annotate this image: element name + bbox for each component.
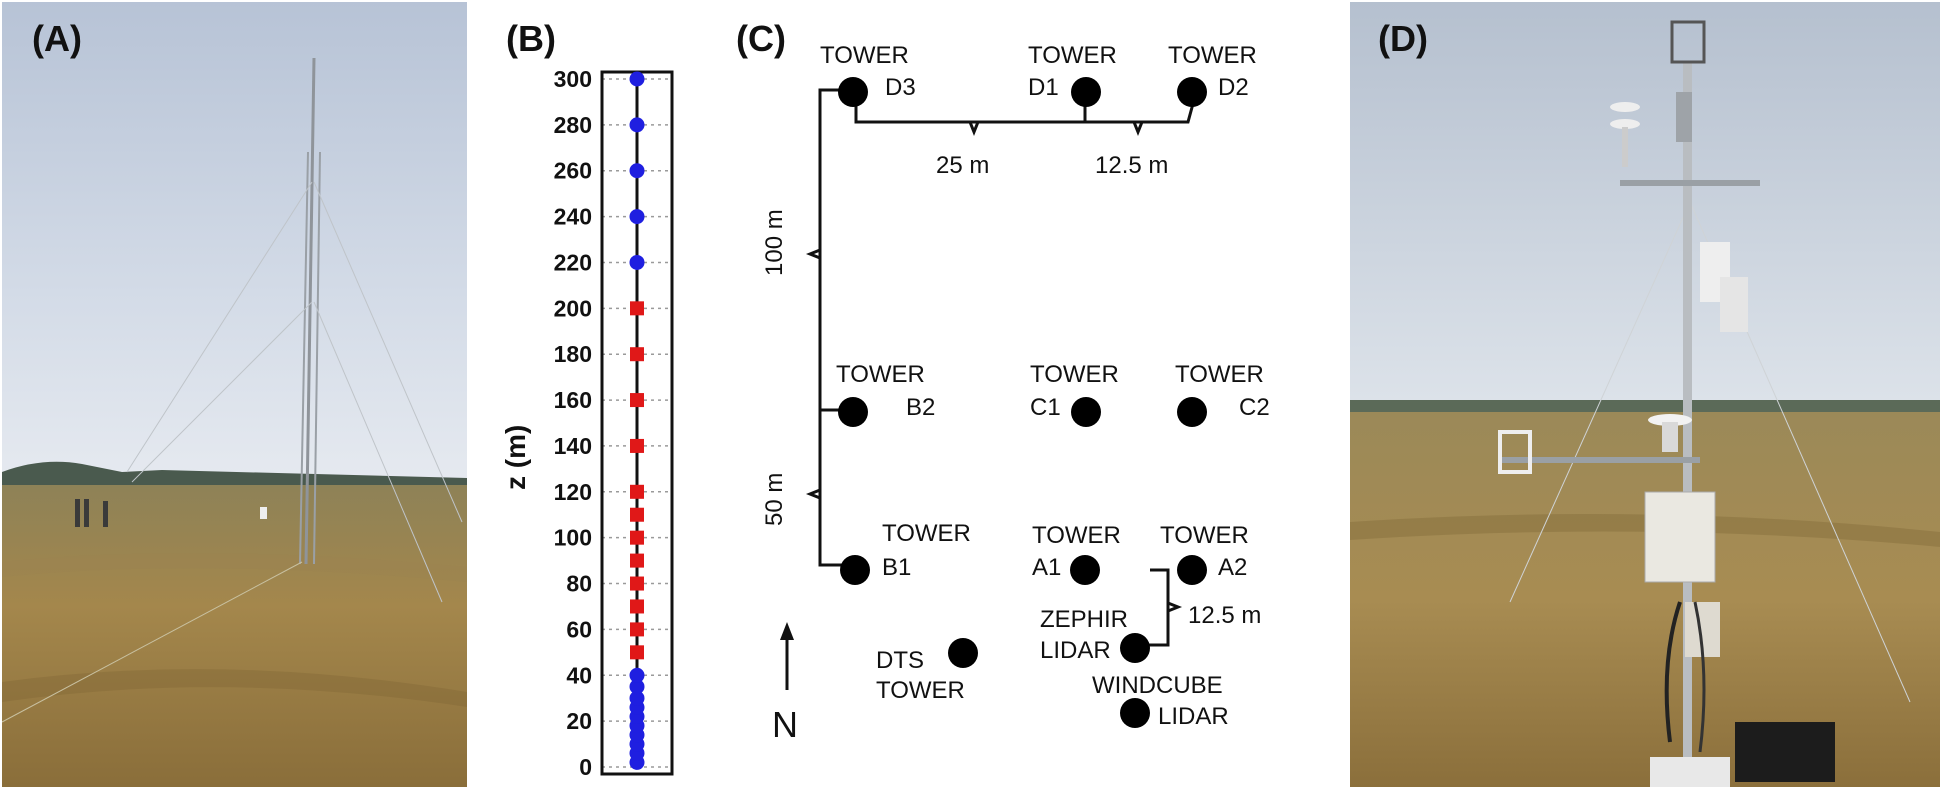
tower-a1-label-line1: TOWER — [1032, 522, 1121, 549]
y-tick-label: 280 — [554, 112, 592, 138]
height-marker-square — [630, 507, 644, 522]
height-marker-square — [630, 484, 644, 499]
tower-b1-label-line2: B1 — [882, 554, 911, 581]
height-marker-square — [630, 576, 644, 591]
y-tick-label: 60 — [566, 616, 592, 642]
height-marker-square — [630, 530, 644, 545]
y-tick-label: 140 — [554, 433, 592, 459]
bracket-tick-100m — [805, 248, 821, 260]
y-tick-label: 200 — [554, 295, 592, 321]
bracket-tick-d1-d2 — [1132, 121, 1144, 137]
panel-label-d: (D) — [1378, 18, 1428, 59]
tower-d1-marker — [1071, 77, 1101, 107]
bracket-b2-b1 — [818, 408, 845, 567]
y-tick-label: 260 — [554, 158, 592, 184]
height-marker-square — [630, 599, 644, 614]
distance-d3-d1-label: 25 m — [936, 152, 989, 179]
photo-instrumented-tower-drawing — [1350, 2, 1940, 787]
height-marker-circle — [629, 254, 645, 270]
tower-a1-marker — [1070, 555, 1100, 585]
tower-c2-label-line2: C2 — [1239, 394, 1270, 421]
bracket-tick-a2-zephir — [1167, 601, 1183, 613]
photo-tall-tower-drawing — [2, 2, 467, 787]
tower-a2-label-line1: TOWER — [1160, 522, 1249, 549]
y-tick-label: 300 — [554, 66, 592, 92]
bracket-tick-50m — [805, 488, 821, 500]
y-tick-label: 80 — [566, 571, 592, 597]
dts-tower-label-line1: DTS — [876, 647, 924, 674]
dts-tower-marker — [948, 638, 978, 668]
height-marker-square — [630, 301, 644, 316]
tower-c1-label-line1: TOWER — [1030, 361, 1119, 388]
tower-b2-label-line1: TOWER — [836, 361, 925, 388]
tower-d1-label-line1: TOWER — [1028, 42, 1117, 69]
zephir-lidar-marker — [1120, 633, 1150, 663]
tower-d3-label-line2: D3 — [885, 74, 916, 101]
y-tick-label: 100 — [554, 525, 592, 551]
height-marker-circle — [629, 71, 645, 87]
tower-d3-label-line1: TOWER — [820, 42, 909, 69]
y-tick-label: 20 — [566, 708, 592, 734]
zephir-lidar-label-line1: ZEPHIR — [1040, 606, 1128, 633]
dts-tower-label-line2: TOWER — [876, 677, 965, 704]
height-marker-square — [630, 553, 644, 568]
tower-c1-marker — [1071, 397, 1101, 427]
height-marker-square — [630, 622, 644, 637]
tower-b1-label-line1: TOWER — [882, 520, 971, 547]
panel-label-a: (A) — [32, 18, 82, 59]
height-marker-circle — [629, 209, 645, 225]
distance-a2-zephir-label: 12.5 m — [1188, 602, 1261, 629]
y-tick-label: 0 — [579, 754, 592, 780]
height-marker-circle — [629, 117, 645, 133]
photo-instrumented-tower — [1350, 2, 1940, 787]
tower-b1-marker — [840, 555, 870, 585]
height-marker-square — [630, 347, 644, 362]
tower-d2-label-line1: TOWER — [1168, 42, 1257, 69]
tower-b2-label-line2: B2 — [906, 394, 935, 421]
distance-d-b-label: 100 m — [761, 209, 788, 276]
y-axis-label: z (m) — [500, 425, 531, 490]
height-marker-square — [630, 438, 644, 453]
tower-a1-label-line2: A1 — [1032, 554, 1061, 581]
windcube-lidar-label-line2: LIDAR — [1158, 703, 1229, 730]
distance-d1-d2-label: 12.5 m — [1095, 152, 1168, 179]
height-marker-square — [630, 645, 644, 660]
tower-d2-marker — [1177, 77, 1207, 107]
y-tick-label: 220 — [554, 249, 592, 275]
y-tick-label: 180 — [554, 341, 592, 367]
tower-a2-marker — [1177, 555, 1207, 585]
tower-b2-marker — [838, 397, 868, 427]
bracket-tick-d3-d1 — [968, 121, 980, 137]
tower-d1-label-line2: D1 — [1028, 74, 1059, 101]
measurement-height-chart: z (m) 0 20 40 60 80 100 120 140 160 180 200 220 240 2… — [500, 66, 674, 780]
distance-b-b-label: 50 m — [761, 473, 788, 526]
tower-c1-label-line2: C1 — [1030, 394, 1061, 421]
tower-d3-marker — [838, 77, 868, 107]
y-tick-label: 40 — [566, 662, 592, 688]
panel-label-c: (C) — [736, 18, 786, 59]
height-marker-circle — [629, 667, 645, 683]
height-marker-circle — [629, 690, 645, 706]
bracket-a2-zephir — [1145, 568, 1170, 647]
tower-d2-label-line2: D2 — [1218, 74, 1249, 101]
north-arrow-head — [780, 622, 794, 640]
site-layout-diagram: TOWER D3 TOWER D1 TOWER D2 TOWER B2 TOWE… — [761, 42, 1270, 745]
photo-tall-tower — [2, 2, 467, 787]
y-tick-label: 240 — [554, 204, 592, 230]
y-tick-label: 120 — [554, 479, 592, 505]
zephir-lidar-label-line2: LIDAR — [1040, 637, 1111, 664]
height-marker-circle — [629, 679, 645, 695]
height-marker-square — [630, 393, 644, 408]
bracket-d1-d2 — [1085, 99, 1196, 124]
tower-c2-marker — [1177, 397, 1207, 427]
tower-c2-label-line1: TOWER — [1175, 361, 1264, 388]
y-tick-label: 160 — [554, 387, 592, 413]
north-arrow: N — [772, 622, 798, 745]
windcube-lidar-marker — [1120, 698, 1150, 728]
tower-a2-label-line2: A2 — [1218, 554, 1247, 581]
windcube-lidar-label-line1: WINDCUBE — [1092, 672, 1223, 699]
height-marker-circle — [629, 163, 645, 179]
panel-label-b: (B) — [506, 18, 556, 59]
north-label: N — [772, 704, 798, 745]
